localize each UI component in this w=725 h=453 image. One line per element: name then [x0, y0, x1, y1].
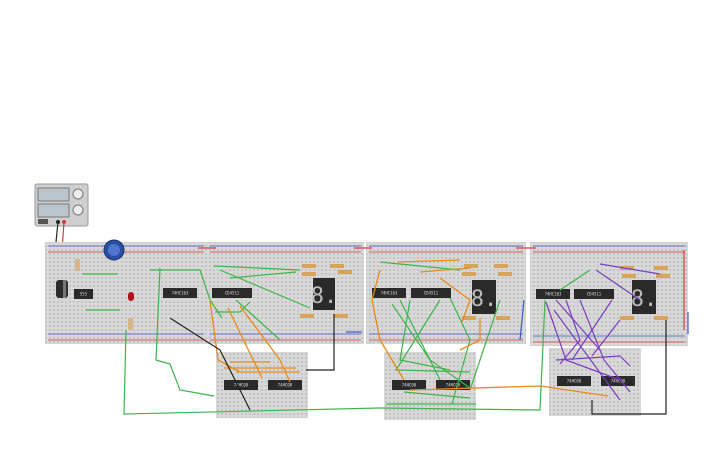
- chip-label: 555: [80, 292, 88, 297]
- seven-segment-display-2[interactable]: 8.: [471, 280, 498, 314]
- chip-label: 74HC163: [172, 291, 189, 296]
- chip-label: 74HC163: [381, 291, 398, 296]
- chip-label: 74HC08: [611, 379, 626, 384]
- chip-label: 74HC08: [567, 379, 582, 384]
- seven-segment-display-3[interactable]: 8.: [631, 280, 658, 314]
- chip-555[interactable]: 555: [74, 289, 93, 299]
- resistor-array-2[interactable]: [462, 264, 512, 320]
- orange-wires: [209, 259, 609, 397]
- power-supply[interactable]: [34, 183, 89, 227]
- chip-counter-3[interactable]: 74HC163: [536, 289, 570, 299]
- chip-decoder-3[interactable]: CD4511: [574, 289, 614, 299]
- chip-and-gate-3[interactable]: 74HC08: [392, 380, 426, 390]
- electrolytic-capacitor[interactable]: [56, 280, 68, 298]
- chip-and-gate-4[interactable]: 74HC08: [436, 380, 470, 390]
- display-glyph: 8.: [311, 284, 338, 309]
- green-wires: [82, 261, 591, 415]
- chip-and-gate-5[interactable]: 74HC08: [557, 376, 591, 386]
- chip-and-gate-2[interactable]: 74HC08: [268, 380, 302, 390]
- chip-label: CD4511: [587, 292, 602, 297]
- chip-label: CD4511: [225, 291, 240, 296]
- misc-wires: [169, 247, 689, 415]
- resistor-array-1[interactable]: [300, 264, 352, 318]
- chip-and-gate-1[interactable]: 74HC08: [224, 380, 258, 390]
- chip-label: 74HC08: [402, 383, 417, 388]
- display-glyph: 8.: [631, 287, 658, 312]
- red-led[interactable]: [128, 292, 134, 301]
- resistor[interactable]: [75, 259, 133, 330]
- chip-label: 74HC08: [234, 383, 249, 388]
- purple-wires: [545, 263, 661, 401]
- potentiometer[interactable]: [103, 239, 125, 261]
- chip-label: 74HC08: [278, 383, 293, 388]
- chip-label: CD4511: [424, 291, 439, 296]
- chip-decoder-2[interactable]: CD4511: [411, 288, 451, 298]
- chip-label: 74HC08: [446, 383, 461, 388]
- chip-counter-1[interactable]: 74HC163: [163, 288, 197, 298]
- seven-segment-display-1[interactable]: 8.: [311, 278, 338, 310]
- chip-label: 74HC163: [545, 292, 562, 297]
- chip-decoder-1[interactable]: CD4511: [212, 288, 252, 298]
- display-glyph: 8.: [471, 287, 498, 312]
- chip-and-gate-6[interactable]: 74HC08: [601, 376, 635, 386]
- chip-counter-2[interactable]: 74HC163: [372, 288, 406, 298]
